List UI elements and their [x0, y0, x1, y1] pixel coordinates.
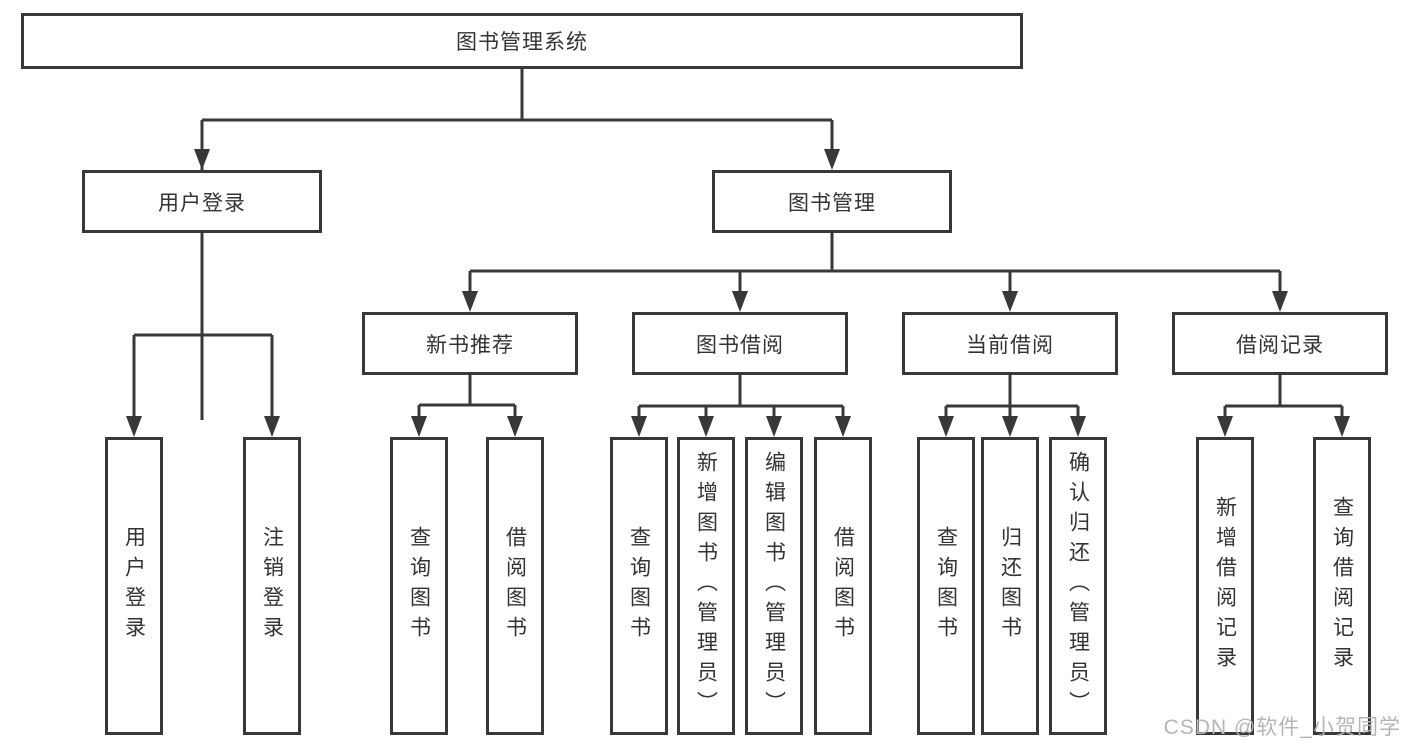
node-label: 新增借阅记录 — [1213, 496, 1237, 676]
node-label: 查询借阅记录 — [1330, 496, 1354, 676]
node-user-login: 用户登录 — [82, 170, 322, 233]
leaf-query-borrow-record: 查询借阅记录 — [1313, 437, 1371, 735]
node-label: 当前借阅 — [966, 333, 1054, 357]
node-new-book-recommend: 新书推荐 — [362, 312, 578, 375]
leaf-query-books: 查询图书 — [610, 437, 668, 735]
node-label: 图书管理 — [788, 191, 876, 215]
leaf-return-books: 归还图书 — [981, 437, 1039, 735]
leaf-query-books-recommend: 查询图书 — [390, 437, 448, 735]
node-label: 归还图书 — [998, 526, 1022, 646]
leaf-add-books-admin: 新增图书（管理员） — [677, 437, 735, 735]
node-label: 新增图书（管理员） — [694, 451, 718, 721]
node-label: 查询图书 — [627, 526, 651, 646]
node-label: 查询图书 — [934, 526, 958, 646]
node-label: 图书借阅 — [696, 333, 784, 357]
node-label: 用户登录 — [158, 191, 246, 215]
leaf-edit-books-admin: 编辑图书（管理员） — [745, 437, 803, 735]
csdn-watermark: CSDN @软件_小贺同学 — [1163, 716, 1401, 739]
leaf-logout: 注销登录 — [243, 437, 301, 735]
connector-path — [132, 68, 1344, 420]
node-label: 借阅记录 — [1236, 333, 1324, 357]
node-label: 图书管理系统 — [456, 31, 588, 54]
leaf-add-borrow-record: 新增借阅记录 — [1196, 437, 1254, 735]
node-label: 确认归还（管理员） — [1066, 451, 1090, 721]
node-label: 注销登录 — [260, 526, 284, 646]
node-label: 借阅图书 — [503, 526, 527, 646]
leaf-borrow-books-recommend: 借阅图书 — [486, 437, 544, 735]
node-label: 新书推荐 — [426, 333, 514, 357]
node-book-borrow: 图书借阅 — [632, 312, 848, 375]
leaf-confirm-return-admin: 确认归还（管理员） — [1049, 437, 1107, 735]
leaf-user-login: 用户登录 — [105, 437, 163, 735]
arrowheads — [126, 149, 1350, 437]
node-library-system: 图书管理系统 — [21, 13, 1023, 69]
node-label: 借阅图书 — [831, 526, 855, 646]
node-book-management: 图书管理 — [712, 170, 952, 233]
node-label: 查询图书 — [407, 526, 431, 646]
node-current-borrow: 当前借阅 — [902, 312, 1118, 375]
node-label: 编辑图书（管理员） — [762, 451, 786, 721]
leaf-borrow-books: 借阅图书 — [814, 437, 872, 735]
node-borrow-records: 借阅记录 — [1172, 312, 1388, 375]
node-label: 用户登录 — [122, 526, 146, 646]
leaf-query-books-current: 查询图书 — [917, 437, 975, 735]
